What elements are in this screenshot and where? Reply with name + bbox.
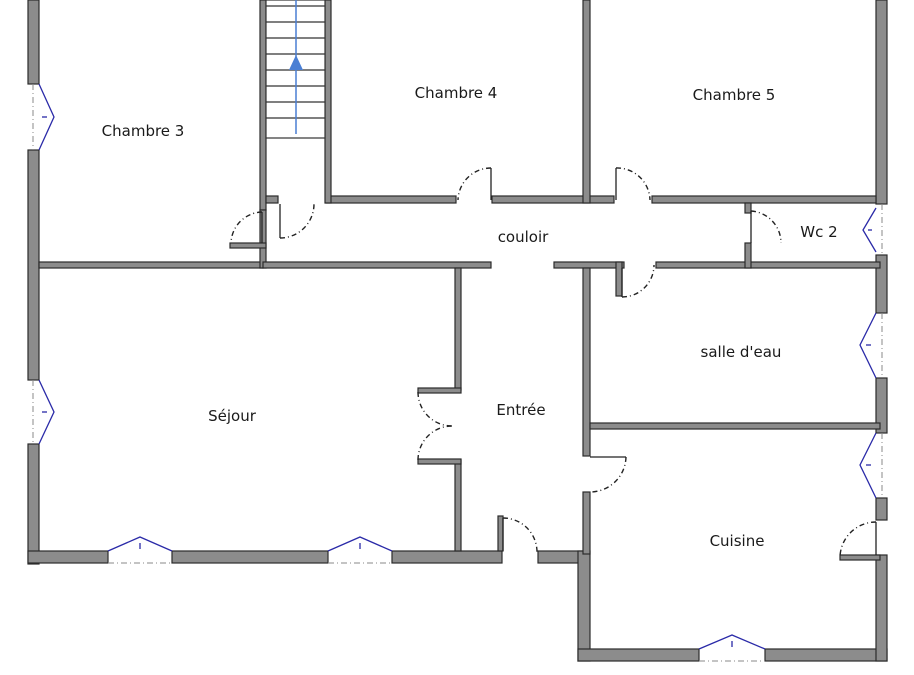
label-entree: Entrée <box>496 401 545 419</box>
wall-left-mid2 <box>27 443 40 565</box>
door-wc2 <box>750 210 782 244</box>
label-chambre5: Chambre 5 <box>693 86 776 104</box>
wall-stair-right <box>324 0 332 204</box>
window-sejour-bottom-2 <box>327 536 393 564</box>
door-chambre4 <box>457 167 492 201</box>
door-sejour <box>417 391 453 461</box>
wall-salle-cuisine <box>589 422 881 430</box>
wall-right-top <box>875 0 888 205</box>
window-sejour-bottom-1 <box>107 536 173 564</box>
wall-cuisine-door-stub <box>839 554 881 561</box>
wall-wc-left-2 <box>744 242 752 269</box>
up-arrow-icon <box>289 55 303 70</box>
wall-stair-left <box>259 0 267 211</box>
door-chambre5 <box>615 167 651 201</box>
wall-chambre4-bottom-1 <box>325 195 457 204</box>
wall-couloir-bottom-1 <box>262 261 492 269</box>
wall-entree-door-stub <box>497 515 504 552</box>
label-salle-eau: salle d'eau <box>701 343 782 361</box>
wall-chambre3-right <box>259 209 267 269</box>
door-cuisine-entree <box>589 456 627 493</box>
wall-cuisine-right <box>875 554 888 662</box>
wall-entree-right-1 <box>582 267 591 457</box>
wall-cuisine-left <box>577 550 591 662</box>
window-cuisine-bottom <box>698 634 766 662</box>
wall-couloir-bottom-3 <box>655 261 881 269</box>
window-chambre3 <box>32 83 55 151</box>
wall-bottom-sejour-3 <box>391 550 503 564</box>
staircase <box>265 0 326 139</box>
wall-ch4-ch5 <box>582 0 591 204</box>
wall-left-mid1 <box>27 149 40 381</box>
label-couloir: couloir <box>498 228 549 246</box>
wall-sejour-right-1 <box>454 267 462 391</box>
wall-cuisine-bottom-2 <box>764 648 888 662</box>
label-sejour: Séjour <box>208 407 257 425</box>
wall-stair-bottom <box>265 195 279 204</box>
wall-left-top <box>27 0 40 85</box>
label-chambre3: Chambre 3 <box>102 122 185 140</box>
wall-sejour-door-stub-2 <box>417 458 462 465</box>
label-wc2: Wc 2 <box>800 223 837 241</box>
room-labels: Chambre 3 Chambre 4 Chambre 5 couloir Wc… <box>102 84 838 550</box>
wall-bottom-sejour-1 <box>27 550 109 564</box>
wall-right-stub-1 <box>875 497 888 521</box>
wall-couloir-bottom-2 <box>553 261 625 269</box>
wall-sejour-right-2 <box>454 459 462 552</box>
wall-wc-left-1 <box>744 202 752 214</box>
wall-entree-right-2 <box>582 491 591 555</box>
window-wc2 <box>862 204 883 255</box>
wall-chambre3-door-stub <box>229 242 267 249</box>
wall-chambre5-bottom-1 <box>651 195 877 204</box>
window-salle-eau <box>859 312 883 379</box>
window-cuisine-right <box>859 432 883 499</box>
wall-chambre4-bottom-2 <box>491 195 615 204</box>
wall-chambre3-bottom <box>38 261 264 269</box>
door-stair <box>279 203 315 239</box>
windows <box>32 83 883 662</box>
wall-cuisine-bottom-1 <box>577 648 700 662</box>
wall-sejour-door-stub-1 <box>417 387 462 394</box>
wall-salle-eau-door-stub <box>615 261 623 297</box>
wall-bottom-sejour-2 <box>171 550 329 564</box>
label-cuisine: Cuisine <box>710 532 765 550</box>
door-chambre3 <box>230 211 263 244</box>
doors <box>230 167 877 558</box>
label-chambre4: Chambre 4 <box>415 84 498 102</box>
walls <box>27 0 888 662</box>
door-cuisine <box>839 521 877 558</box>
door-entree <box>502 517 538 553</box>
window-sejour-left <box>32 379 55 445</box>
door-salle-eau <box>621 264 655 298</box>
